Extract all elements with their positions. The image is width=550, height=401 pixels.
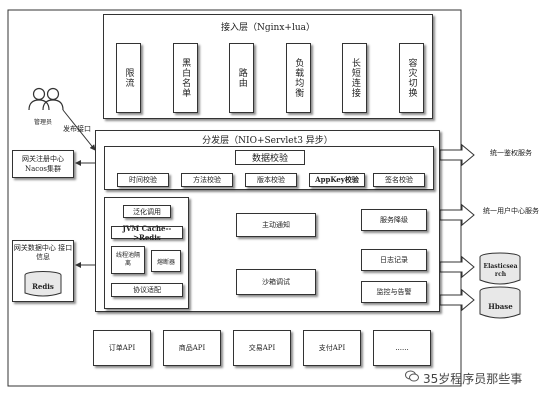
hbase-cylinder-icon: Hbase [478, 286, 523, 320]
monitor-alarm: 监控与告警 [361, 281, 427, 303]
watermark: 35岁程序员那些事 [405, 370, 522, 387]
dispatch-layer-title: 分发层（NIO+Servlet3 异步） [202, 136, 333, 146]
log-record: 日志记录 [361, 249, 427, 271]
validation-method: 方法校验 [181, 173, 233, 187]
data-validation: 数据校验 时间校验 方法校验 版本校验 AppKey校验 签名校验 [104, 146, 434, 190]
circuit-breaker: 熔断器 [151, 250, 181, 272]
api-product: 商品API [163, 330, 221, 366]
access-layer-title: 接入层（Nginx+lua） [221, 23, 315, 33]
gateway-registry: 网关注册中心 Nacos集群 [12, 150, 74, 178]
generic-invoke: 泛化调用 [123, 205, 171, 218]
gateway-datacenter: 网关数据中心 接口信息 Redis [12, 240, 74, 302]
es-arrow [439, 255, 475, 279]
validation-version: 版本校验 [245, 173, 297, 187]
admin-label: 管理员 [34, 119, 53, 126]
hbase-arrow [439, 288, 475, 312]
wechat-icon [405, 370, 419, 385]
elasticsearch-cylinder-icon: Elasticsearch [478, 252, 523, 286]
hbase-label: Hbase [488, 302, 513, 311]
validation-signature: 签名校验 [373, 173, 425, 187]
datacenter-label: 网关数据中心 接口信息 [13, 244, 73, 261]
validation-time: 时间校验 [117, 173, 169, 187]
api-more: ...... [373, 330, 431, 366]
service-degrade: 服务降级 [361, 209, 427, 231]
unified-auth-service: 统一鉴权服务 [490, 149, 532, 157]
api-order: 订单API [93, 330, 151, 366]
api-trade: 交易API [233, 330, 291, 366]
access-item-ratelimit: 限流 [116, 43, 141, 113]
threadpool-isolation: 线程池隔离 [111, 246, 145, 274]
auth-arrow [439, 143, 475, 167]
publish-label: 发布接口 [63, 125, 91, 133]
user-center-arrow [439, 203, 475, 227]
protocol-adapter: 协议适配 [111, 283, 183, 297]
sandbox-debug: 沙箱调试 [236, 269, 316, 295]
access-item-loadbalance: 负载均衡 [285, 43, 311, 113]
elasticsearch-label: Elasticsearch [483, 263, 518, 278]
jvm-cache-redis: JVM Cache-->Redis [111, 224, 183, 242]
route-group: 泛化调用 JVM Cache-->Redis 线程池隔离 熔断器 协议适配 [104, 197, 189, 309]
admin-people-icon [26, 86, 66, 114]
outer-frame [7, 9, 462, 387]
unified-user-center: 统一用户中心服务 [483, 207, 539, 215]
publish-arrow [62, 109, 96, 151]
redis-label: Redis [32, 282, 54, 291]
validation-appkey: AppKey校验 [309, 173, 365, 187]
watermark-text: 35岁程序员那些事 [423, 372, 523, 386]
redis-cylinder-icon: Redis [23, 271, 63, 297]
dispatch-layer: 分发层（NIO+Servlet3 异步） 数据校验 时间校验 方法校验 版本校验… [95, 130, 440, 312]
access-item-routing: 路由 [229, 43, 255, 113]
active-notify: 主动通知 [236, 213, 316, 237]
access-layer: 接入层（Nginx+lua） 限流 黑白名单 路由 负载均衡 长短连接 容灾切换 [103, 14, 433, 119]
access-item-failover: 容灾切换 [398, 43, 424, 113]
api-payment: 支付API [303, 330, 361, 366]
access-item-connection: 长短连接 [342, 43, 368, 113]
access-item-blacklist: 黑白名单 [172, 43, 198, 113]
data-validation-title: 数据校验 [235, 150, 305, 165]
